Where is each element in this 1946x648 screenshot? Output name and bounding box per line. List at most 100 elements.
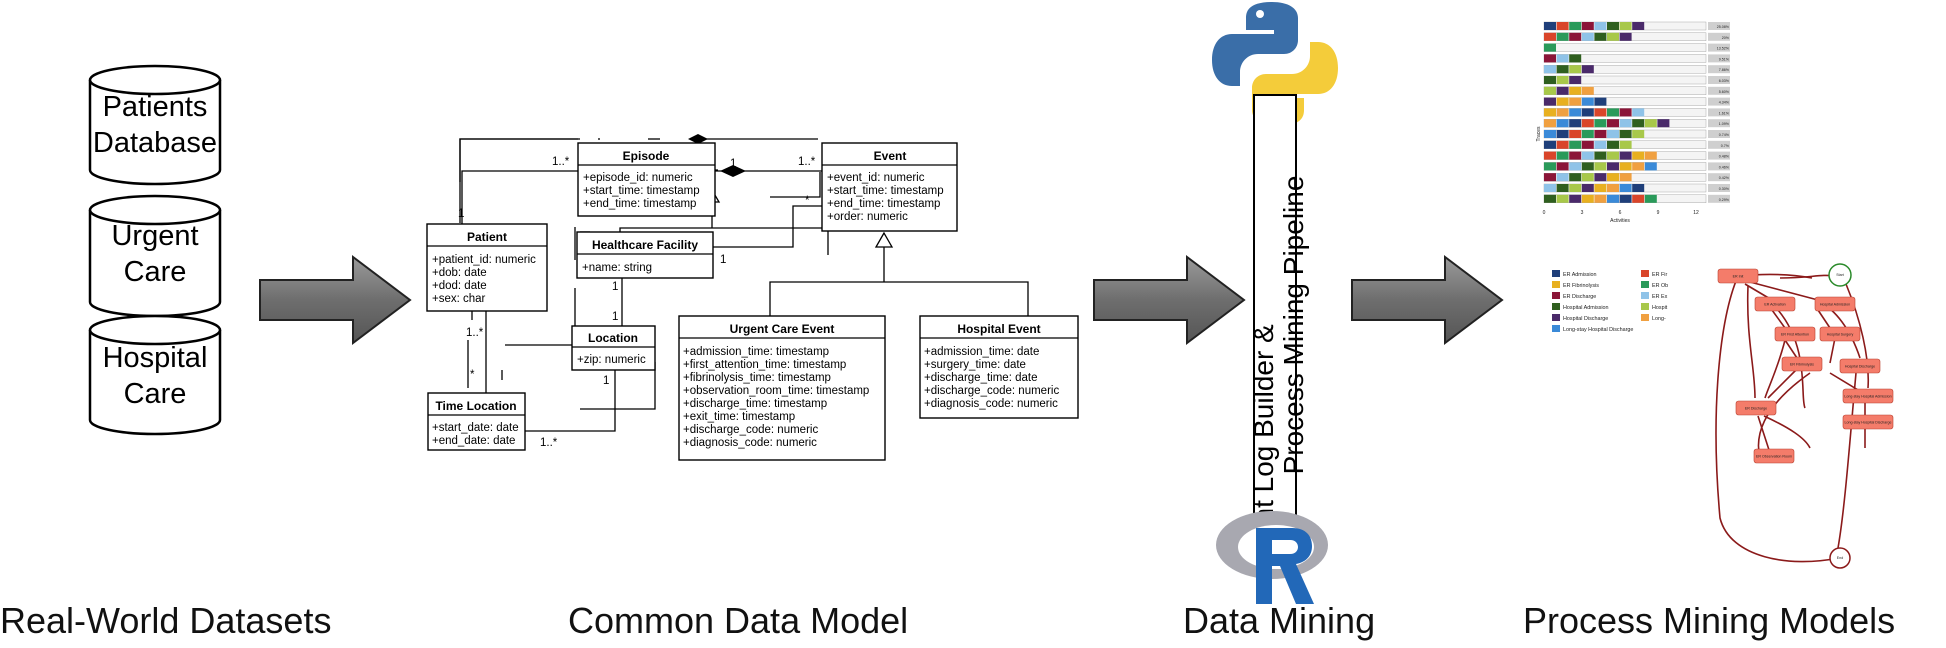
class-attr: +discharge_code: numeric [683, 424, 818, 436]
trace-activity-cell [1569, 162, 1582, 171]
legend-item: ER Admission [1563, 272, 1597, 278]
x-tick: 0 [1543, 210, 1546, 216]
trace-activity-cell [1569, 22, 1582, 30]
x-tick: 6 [1619, 210, 1622, 216]
trace-activity-cell [1544, 32, 1556, 41]
assoc-patient-episode [459, 138, 580, 182]
trace-percentage-box [1708, 130, 1730, 138]
trace-activity-cell [1581, 173, 1594, 182]
trace-row [1543, 43, 1707, 52]
stage-label-process-mining-models: Process Mining Models [1523, 600, 1896, 641]
class-attr: +observation_room_time: timestamp [683, 385, 869, 397]
trace-activity-cell [1607, 130, 1619, 138]
trace-percentage-box [1708, 108, 1730, 117]
trace-activity-cell [1544, 76, 1556, 84]
trace-percentage: 13.52% [1717, 47, 1730, 51]
class-attr: +end_date: date [432, 435, 515, 447]
class-attr: +discharge_code: numeric [924, 385, 1059, 397]
trace-activity-cell [1619, 108, 1632, 117]
class-attr: +admission_time: timestamp [683, 346, 829, 358]
dataset-cylinder-hospital-care: Hospital Care [88, 314, 222, 436]
trace-percentage-box [1708, 140, 1730, 149]
trace-activity-cell [1594, 32, 1607, 41]
trace-activity-cell [1556, 108, 1569, 117]
trace-activity-cell [1581, 130, 1594, 138]
legend-item: ER Fir [1652, 272, 1667, 278]
class-attr: +order: numeric [827, 211, 908, 223]
trace-y-label: Traces [1536, 126, 1542, 142]
legend-item: ER Discharge [1563, 294, 1596, 300]
trace-activity-cell [1657, 119, 1670, 128]
trace-percentage: 0.46% [1719, 165, 1730, 169]
trace-activity-cell [1569, 140, 1582, 149]
stage-label-common-data-model: Common Data Model [568, 600, 909, 641]
multiplicity: * [470, 369, 475, 381]
trace-percentage-box [1708, 97, 1730, 106]
trace-percentage-box [1708, 119, 1730, 128]
multiplicity: 1..* [540, 437, 558, 449]
process-node-label: Hospital Discharge [1845, 365, 1875, 369]
class-title: Patient [467, 230, 507, 244]
trace-activity-cell [1556, 151, 1569, 160]
process-node [1839, 358, 1881, 374]
uml-class-healthcare-facility: Healthcare Facility +name: string [576, 231, 714, 279]
trace-percentage-box [1708, 162, 1730, 171]
trace-activity-cell [1556, 76, 1569, 84]
process-node [1735, 400, 1777, 416]
trace-percentage: 20% [1722, 36, 1730, 40]
process-node-label: ER Discharge [1745, 407, 1767, 411]
class-attr: +first_attention_time: timestamp [683, 359, 846, 371]
trace-activity-cell [1619, 184, 1632, 192]
generalization-arrowhead [874, 231, 894, 248]
multiplicity: 1 [603, 375, 609, 387]
trace-activity-cell [1544, 184, 1556, 192]
trace-activity-cell [1556, 65, 1569, 74]
trace-activity-cell [1607, 119, 1619, 128]
trace-percentage-box [1708, 194, 1730, 203]
trace-activity-cell [1607, 151, 1619, 160]
trace-activity-cell [1581, 194, 1594, 203]
trace-activity-cell [1581, 86, 1594, 95]
trace-activity-cell [1581, 151, 1594, 160]
trace-activity-cell [1544, 119, 1556, 128]
trace-activity-cell [1607, 32, 1619, 41]
trace-activity-cell [1632, 22, 1645, 30]
class-title: Hospital Event [957, 322, 1040, 336]
process-node-label: Long-stay Hospital Discharge [1845, 421, 1892, 425]
activity-legend: ER Admission ER Fibrinolysis ER Discharg… [1552, 270, 1668, 333]
trace-activity-cell [1544, 140, 1556, 149]
trace-activity-cell [1644, 119, 1657, 128]
legend-item: ER Ob [1652, 283, 1668, 289]
end-label: End [1837, 556, 1843, 560]
class-attr: +event_id: numeric [827, 172, 925, 184]
trace-activity-cell [1594, 173, 1607, 182]
pipeline-title-line2: Process Mining Pipeline [1278, 176, 1309, 475]
trace-percentage: 0.30% [1719, 187, 1730, 191]
trace-activity-cell [1581, 184, 1594, 192]
flow-arrow-2 [1093, 255, 1246, 345]
trace-activity-cell [1569, 97, 1582, 106]
trace-activity-cell [1581, 108, 1594, 117]
trace-percentage-box [1708, 151, 1730, 160]
trace-percentage: 7.86% [1719, 68, 1730, 72]
datasets-panel: Patients Database Urgent Care Hospital C… [88, 64, 222, 436]
trace-percentage-box [1708, 173, 1730, 182]
class-attr: +patient_id: numeric [432, 254, 536, 266]
process-node-label: Hospital Admission [1820, 303, 1850, 307]
trace-activity-cell [1607, 194, 1619, 203]
trace-percentage-box [1708, 32, 1730, 41]
process-node [1717, 268, 1759, 284]
multiplicity: 1..* [798, 156, 816, 168]
trace-activity-cell [1594, 97, 1607, 106]
trace-activity-cell [1632, 194, 1645, 203]
trace-activity-cell [1607, 173, 1619, 182]
trace-activity-cell [1594, 22, 1607, 30]
trace-activity-cell [1619, 140, 1632, 149]
trace-activity-cell [1556, 184, 1569, 192]
trace-x-label: Activities [1610, 218, 1630, 224]
class-attr: +dod: date [432, 280, 487, 292]
trace-activity-cell [1632, 162, 1645, 171]
trace-activity-cell [1619, 162, 1632, 171]
trace-activity-cell [1607, 108, 1619, 117]
class-attr: +exit_time: timestamp [683, 411, 795, 423]
